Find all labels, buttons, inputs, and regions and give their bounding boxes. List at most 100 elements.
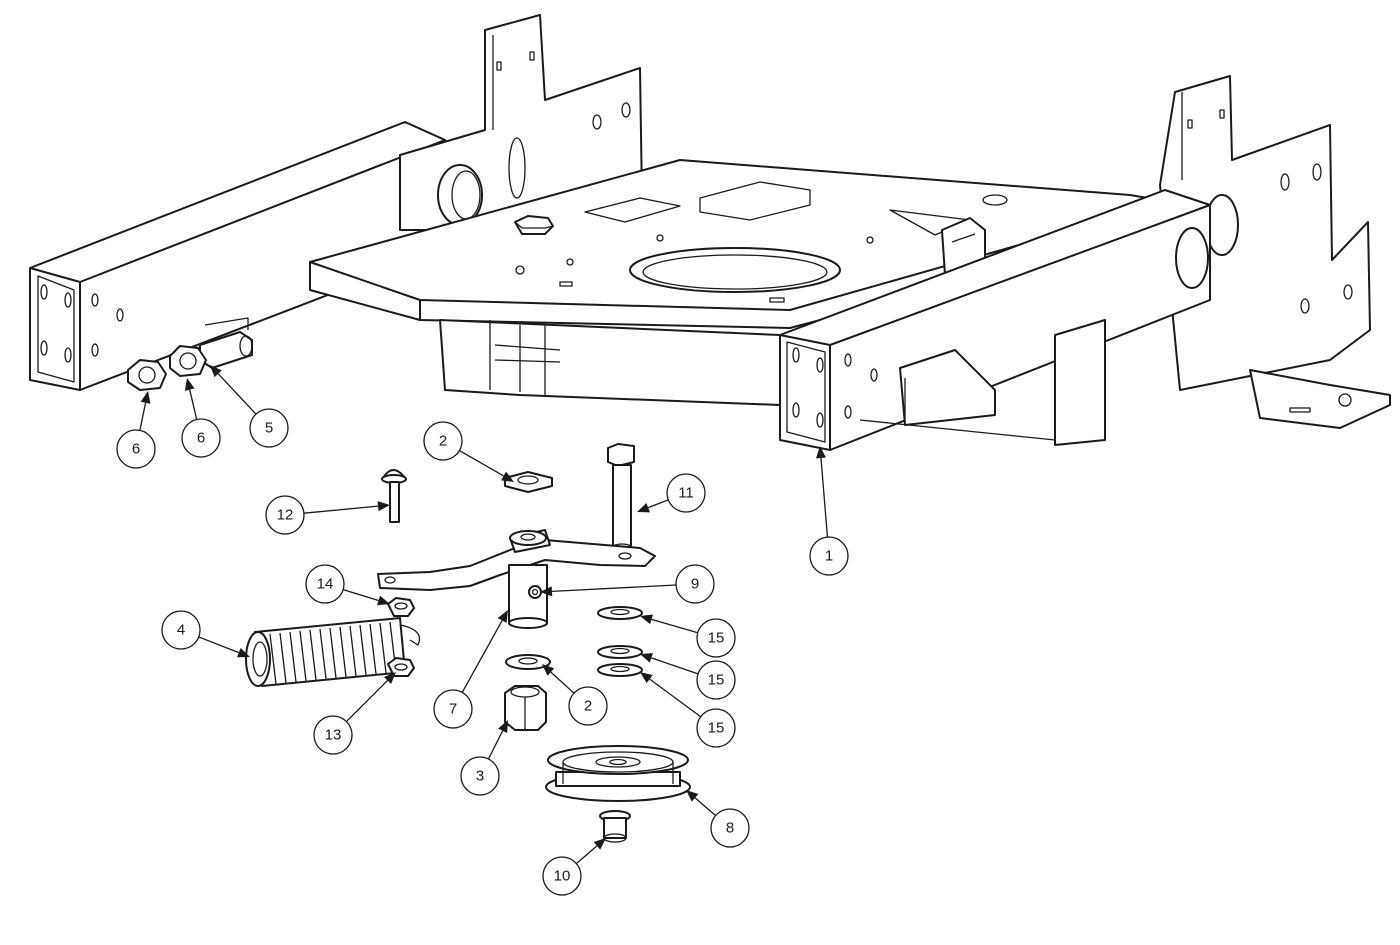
callout-leader (820, 457, 829, 538)
callout-arrowhead (686, 790, 699, 802)
callout-label: 6 (132, 441, 140, 458)
callout-c6b: 6 (181, 378, 221, 458)
callout-circle (710, 808, 750, 848)
callout-c9: 9 (540, 564, 715, 604)
carriage-bolt (381, 469, 407, 523)
callout-arrowhead (184, 378, 195, 391)
callout-circle (568, 686, 608, 726)
callout-leader (198, 636, 240, 654)
callout-arrowhead (542, 664, 555, 676)
callout-leader (651, 657, 699, 675)
callout-label: 7 (449, 701, 457, 718)
callout-label: 14 (317, 576, 334, 593)
callout-label: 3 (476, 768, 484, 785)
callout-circle (542, 856, 582, 896)
callout-arrowhead (637, 502, 650, 513)
callout-c2a: 2 (423, 421, 514, 482)
callout-c13: 13 (313, 672, 396, 755)
callout-c7: 7 (433, 610, 508, 729)
washer-lower (505, 654, 551, 670)
callout-leader (189, 389, 198, 420)
callout-circle (305, 564, 345, 604)
callout-c15b: 15 (640, 653, 736, 700)
small-nut-lower (387, 657, 415, 677)
callout-circle (181, 418, 221, 458)
callout-arrowhead (498, 720, 508, 733)
callout-leader (303, 505, 379, 514)
callout-label: 8 (726, 820, 734, 837)
callout-arrowhead (501, 471, 514, 482)
callout-c11: 11 (637, 473, 706, 513)
callout-leader (487, 730, 504, 760)
callout-c14: 14 (305, 564, 390, 606)
callout-circle (696, 708, 736, 748)
hex-nut-6b (169, 345, 207, 377)
callout-arrowhead (377, 595, 390, 606)
callout-c8: 8 (686, 790, 750, 848)
callout-label: 11 (678, 485, 694, 502)
callout-c4: 4 (161, 610, 250, 658)
idler-pulley (545, 745, 691, 802)
callout-c2b: 2 (542, 664, 608, 726)
callout-label: 6 (197, 430, 205, 447)
callout-arrowhead (497, 610, 508, 623)
callout-label: 1 (825, 548, 833, 565)
callout-circle (116, 429, 156, 469)
hex-bolt (607, 443, 635, 551)
callout-label: 9 (691, 576, 699, 593)
callout-arrowhead (640, 672, 653, 684)
callout-leader (649, 678, 702, 718)
callout-label: 12 (277, 507, 294, 524)
frame-assembly (29, 14, 1391, 451)
small-nut (387, 597, 415, 617)
callout-circle (696, 618, 736, 658)
callout-leader (461, 620, 503, 693)
callout-label: 13 (325, 727, 342, 744)
callout-circle (265, 495, 305, 535)
callout-c15a: 15 (640, 614, 736, 658)
extension-spring (245, 617, 421, 687)
callout-arrowhead (377, 501, 390, 512)
callout-arrowhead (640, 614, 653, 625)
callout-leader (217, 373, 257, 415)
hex-nut-6a (127, 359, 167, 391)
washer-upper (504, 471, 553, 493)
callout-c5: 5 (210, 365, 289, 448)
callout-c1: 1 (809, 446, 849, 576)
callout-leader (551, 584, 677, 593)
callout-circle (696, 660, 736, 700)
callout-arrowhead (640, 653, 653, 663)
callout-label: 4 (177, 622, 185, 639)
callout-circle (460, 756, 500, 796)
callout-circle (675, 564, 715, 604)
callout-leader (694, 797, 717, 817)
callout-c12: 12 (265, 495, 390, 535)
callout-arrowhead (815, 446, 826, 459)
callout-c10: 10 (542, 838, 606, 896)
callout-c3: 3 (460, 720, 508, 796)
callout-label: 15 (708, 672, 725, 689)
callout-arrowhead (140, 391, 151, 404)
callout-label: 2 (584, 698, 592, 715)
callout-arrowhead (593, 838, 606, 850)
callout-circle (809, 536, 849, 576)
flange-nut (599, 810, 631, 843)
callout-leader (651, 618, 698, 634)
callout-c6a: 6 (116, 391, 156, 469)
callout-leader (575, 845, 598, 865)
callout-circle (666, 473, 706, 513)
callout-c15c: 15 (640, 672, 736, 748)
callout-leader (345, 680, 388, 723)
callout-label: 15 (708, 630, 725, 647)
callout-arrowhead (210, 365, 222, 378)
callout-leader (342, 588, 379, 602)
callout-label: 2 (439, 433, 447, 450)
callout-label: 15 (708, 720, 725, 737)
idler-arm (377, 529, 656, 629)
callout-circle (161, 610, 201, 650)
callout-leader (647, 499, 669, 509)
callout-leader (139, 402, 147, 431)
callout-arrowhead (540, 586, 553, 597)
callout-leader (459, 449, 504, 477)
